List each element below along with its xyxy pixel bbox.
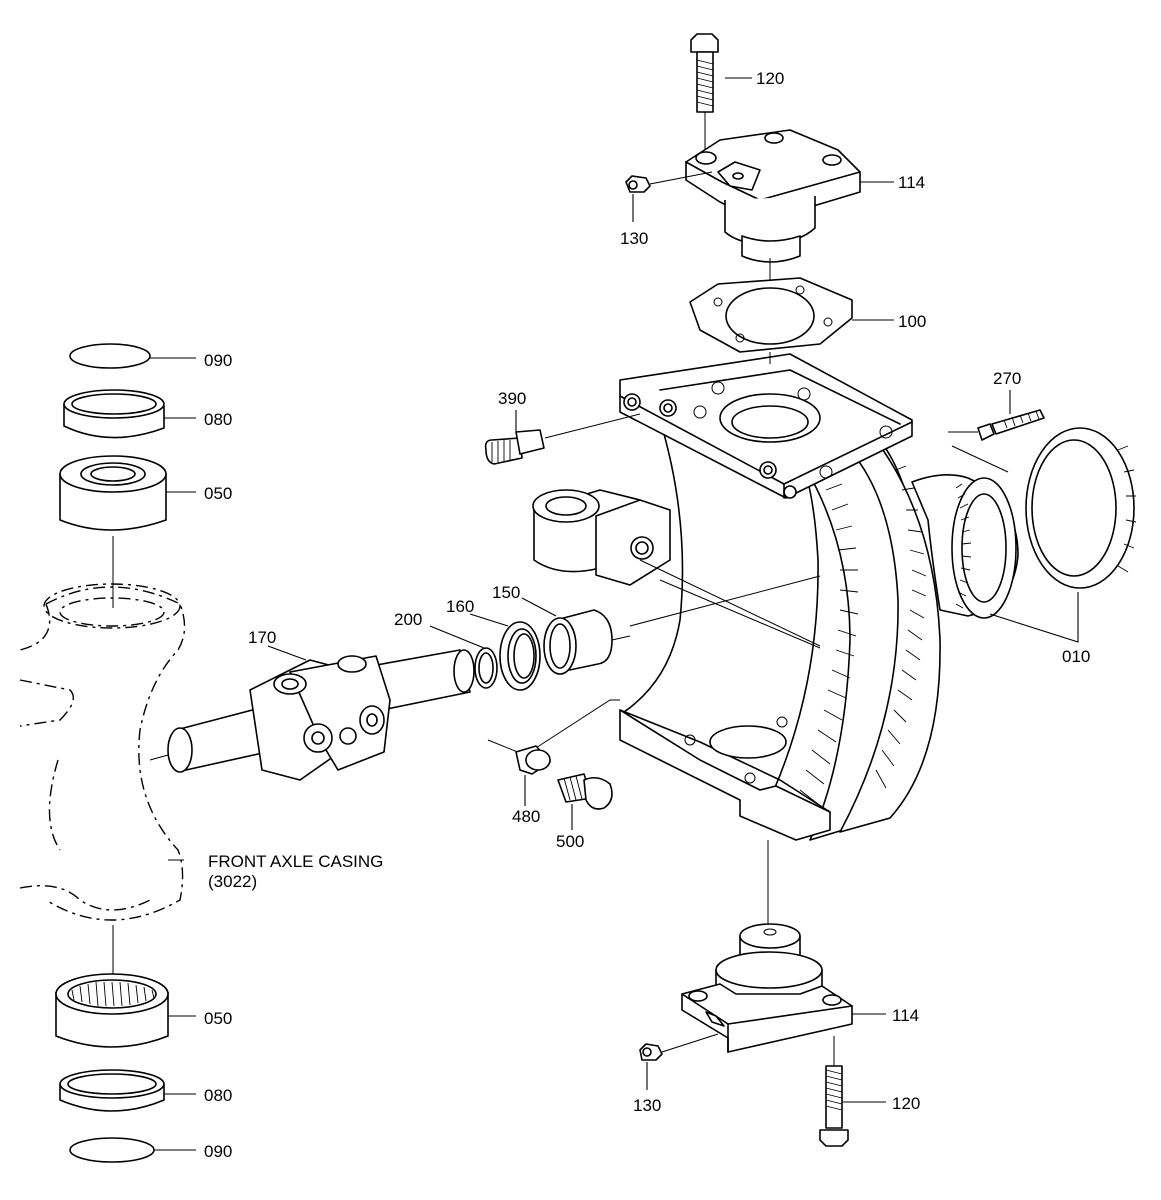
label-080-bottom: 080 — [204, 1086, 232, 1105]
seal-160 — [499, 621, 541, 691]
gasket-100 — [689, 277, 853, 353]
label-080-top: 080 — [204, 410, 232, 429]
label-500: 500 — [556, 832, 584, 851]
label-100: 100 — [898, 312, 926, 331]
steering-knuckle-housing — [487, 353, 1019, 841]
label-200: 200 — [394, 610, 422, 629]
casing-note-line2: (3022) — [208, 872, 257, 891]
bearing-cup-080-top — [63, 389, 165, 439]
label-160: 160 — [446, 597, 474, 616]
label-050-bottom: 050 — [204, 1009, 232, 1028]
universal-joint-170 — [167, 649, 475, 781]
label-114-bottom: 114 — [892, 1006, 919, 1025]
roller-bearing-050-top — [59, 455, 167, 531]
bush-480 — [515, 745, 551, 775]
roller-bearing-050-bottom — [55, 973, 169, 1048]
o-ring-090-bottom — [69, 1137, 155, 1163]
label-050-top: 050 — [204, 484, 232, 503]
label-090-top: 090 — [204, 351, 232, 370]
label-390: 390 — [498, 389, 526, 408]
label-150: 150 — [492, 583, 520, 602]
casing-note-line1: FRONT AXLE CASING — [208, 852, 383, 871]
label-120-bottom: 120 — [892, 1094, 920, 1113]
screw-500 — [557, 773, 613, 810]
label-170: 170 — [248, 628, 276, 647]
bolt-120-top — [690, 33, 719, 113]
label-130-top: 130 — [620, 229, 648, 248]
grease-nipple-130-bottom — [639, 1043, 663, 1061]
label-130-bottom: 130 — [633, 1096, 661, 1115]
front-axle-casing-outline — [19, 583, 186, 921]
ring-nut-010 — [1025, 427, 1137, 589]
grease-nipple-130-top — [625, 175, 651, 193]
snap-ring-200 — [474, 647, 498, 689]
label-270: 270 — [993, 369, 1021, 388]
o-ring-090-top — [69, 343, 151, 369]
bolt-120-bottom — [819, 1065, 849, 1147]
label-114-top: 114 — [898, 173, 925, 192]
label-480: 480 — [512, 807, 540, 826]
label-010: 010 — [1062, 647, 1090, 666]
label-120-top: 120 — [756, 69, 784, 88]
sensor-screw-270 — [977, 409, 1045, 441]
bushing-150 — [543, 609, 613, 675]
breather-390 — [484, 429, 545, 465]
bearing-cup-080-bottom — [59, 1069, 165, 1112]
kingpin-cap-114-top — [685, 129, 861, 263]
label-090-bottom: 090 — [204, 1142, 232, 1161]
kingpin-cap-114-bottom — [681, 923, 853, 1053]
